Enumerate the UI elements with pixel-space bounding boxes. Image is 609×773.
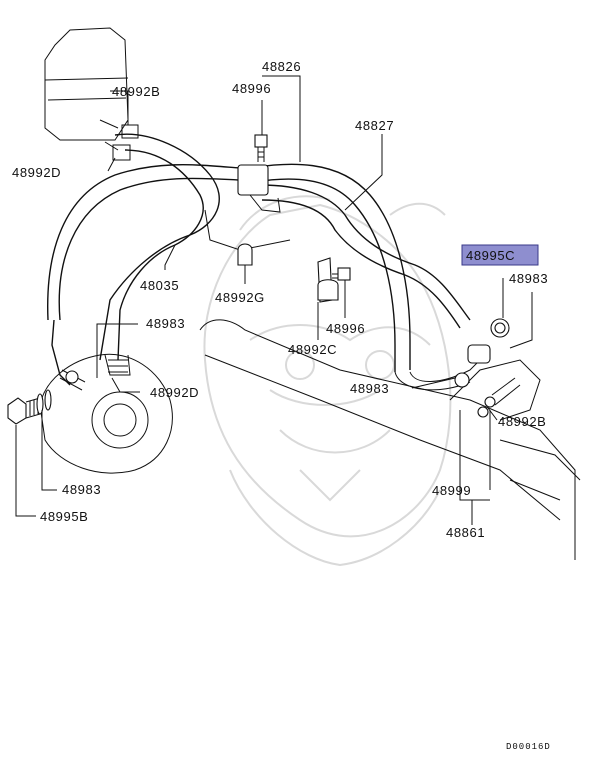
- part-label-48992d-mid[interactable]: 48992D: [150, 385, 199, 400]
- part-label-48992g[interactable]: 48992G: [215, 290, 265, 305]
- part-label-48996-mid[interactable]: 48996: [326, 321, 365, 336]
- bolt-icon: [332, 267, 351, 281]
- diagram-code: D00016D: [506, 742, 551, 752]
- part-label-48992d[interactable]: 48992D: [12, 165, 61, 180]
- plug-bolt-icon: [7, 389, 52, 425]
- part-label-48996[interactable]: 48996: [232, 81, 271, 96]
- part-label-48983-center[interactable]: 48983: [350, 381, 389, 396]
- leader-lines: [15, 75, 533, 525]
- samurai-helmet-watermark-icon: [203, 195, 452, 567]
- power-steering-pump: [39, 353, 173, 474]
- part-label-48983-right[interactable]: 48983: [509, 271, 548, 286]
- part-label-48983-mid[interactable]: 48983: [146, 316, 185, 331]
- part-label-48035[interactable]: 48035: [140, 278, 179, 293]
- hose-bracket: [237, 164, 281, 213]
- part-label-48983-bottom[interactable]: 48983: [62, 482, 101, 497]
- part-label-48995b[interactable]: 48995B: [40, 509, 88, 524]
- part-label-48826[interactable]: 48826: [262, 59, 301, 74]
- part-label-48992b-right[interactable]: 48992B: [498, 414, 546, 429]
- part-label-48827[interactable]: 48827: [355, 118, 394, 133]
- part-label-48999[interactable]: 48999: [432, 483, 471, 498]
- part-label-48995c[interactable]: 48995C: [466, 248, 515, 263]
- part-label-48992c[interactable]: 48992C: [288, 342, 337, 357]
- steering-gear-box: [199, 318, 581, 560]
- highlight-box: [461, 244, 539, 266]
- pressure-hoses: [47, 133, 481, 391]
- part-label-48861[interactable]: 48861: [446, 525, 485, 540]
- part-label-48992b[interactable]: 48992B: [112, 84, 160, 99]
- clip-icon: [112, 124, 339, 303]
- bolt-icon: [254, 134, 268, 162]
